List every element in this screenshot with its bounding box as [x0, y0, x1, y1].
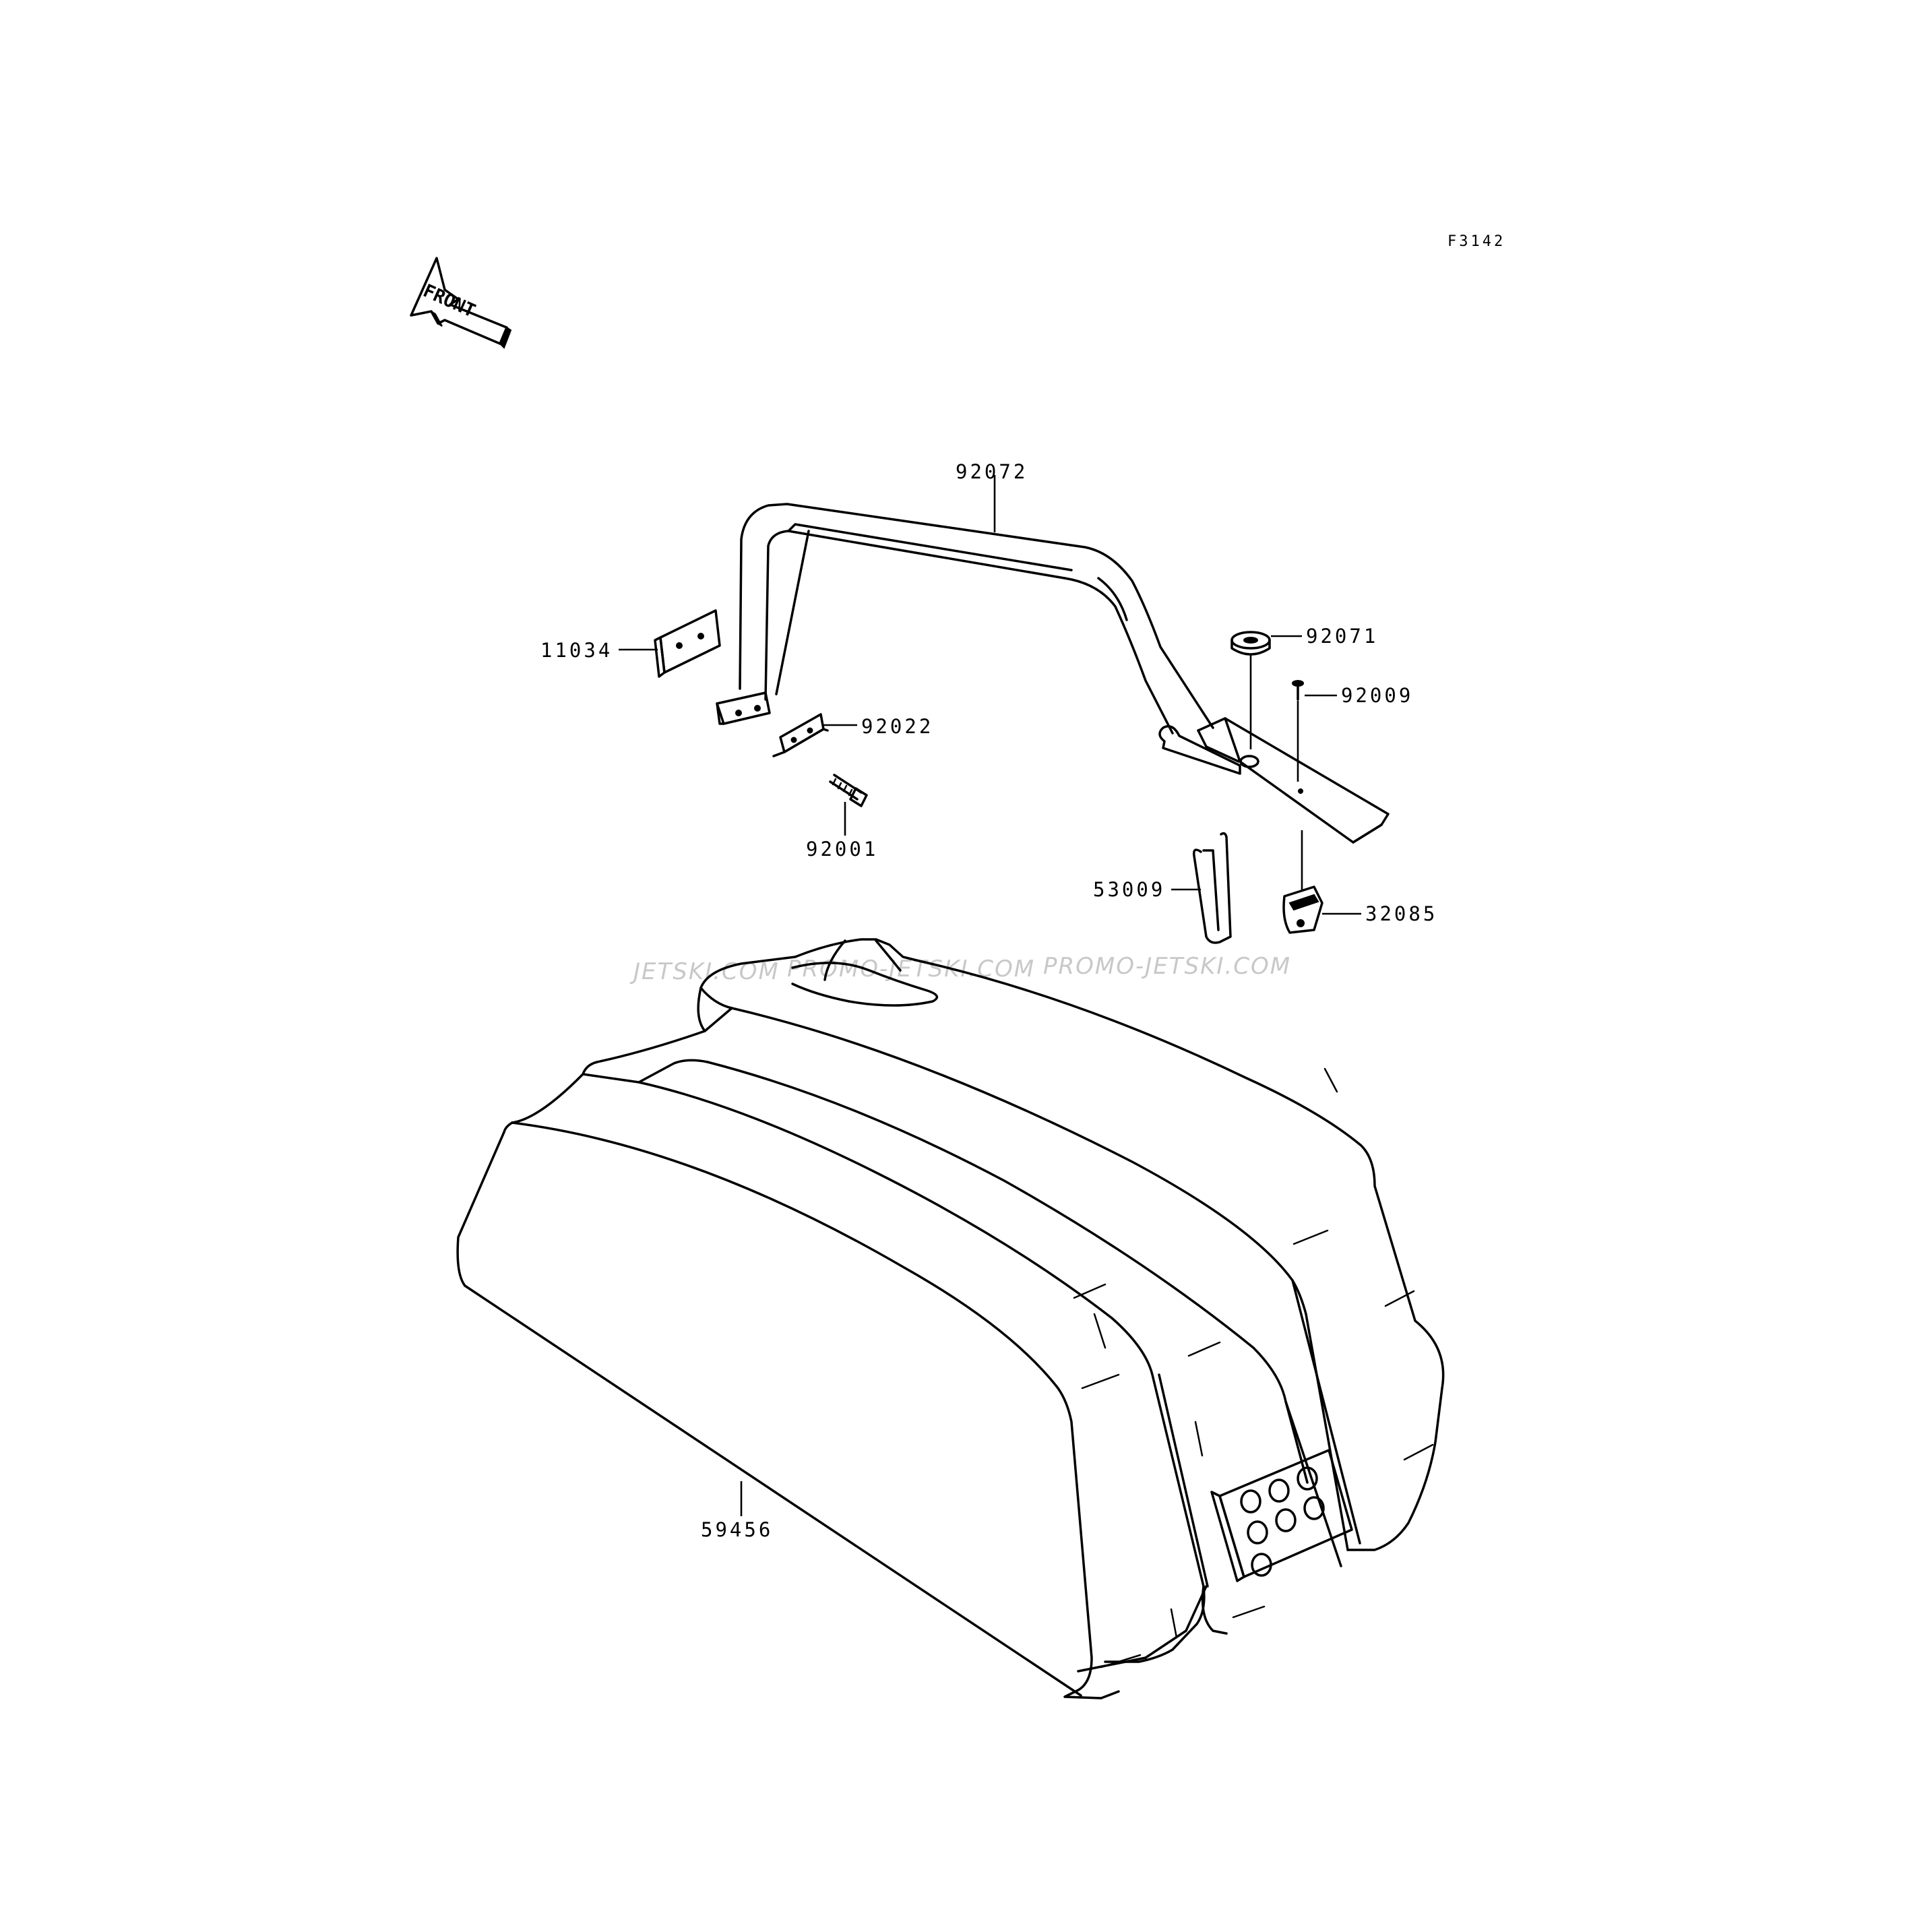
- front-arrow-icon: FRONT: [410, 257, 512, 349]
- label-59456: 59456: [701, 1518, 773, 1541]
- label-92001: 92001: [806, 838, 878, 861]
- label-92022: 92022: [861, 715, 933, 738]
- label-92009: 92009: [1341, 684, 1413, 707]
- part-92071-grommet: 92071: [1230, 625, 1378, 749]
- reference-code: F3142: [1447, 233, 1505, 250]
- part-53009-bent-rod: 53009: [1093, 832, 1232, 944]
- part-59456-seat: 59456: [456, 938, 1445, 1700]
- part-92001-bolt: 92001: [806, 774, 878, 861]
- label-92071: 92071: [1306, 625, 1378, 648]
- label-11034: 11034: [540, 639, 613, 662]
- watermark-3: PROMO-JETSKI.COM: [1043, 953, 1291, 980]
- label-53009: 53009: [1093, 878, 1165, 901]
- part-92072-handle-bar: 92072: [716, 460, 1390, 844]
- part-32085-stopper: 32085: [1282, 830, 1437, 934]
- front-label: FRONT: [420, 280, 478, 321]
- part-92009-screw: 92009: [1292, 680, 1413, 782]
- label-32085: 32085: [1365, 902, 1437, 925]
- part-11034-pad: 11034: [540, 609, 721, 678]
- part-92022-plate: 92022: [772, 713, 933, 757]
- label-92072: 92072: [956, 460, 1028, 483]
